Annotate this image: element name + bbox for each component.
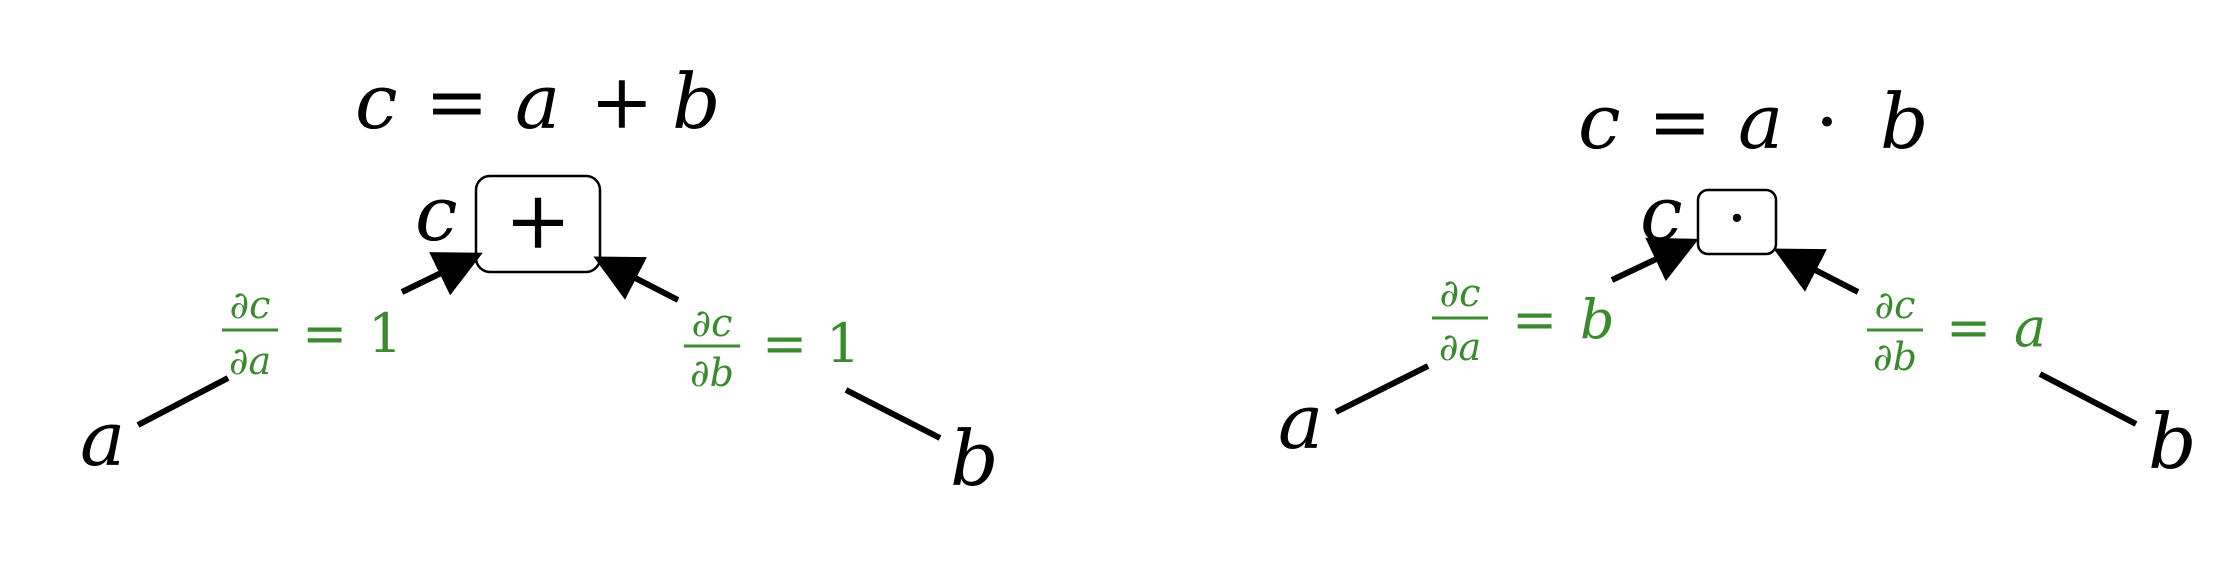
addition-equation: c = a + b [355,57,721,146]
gradient-label-b: ∂c ∂b = a [1867,283,2046,379]
grad-a-value: 1 [368,302,402,365]
grad-b-numerator: ∂c [692,301,733,345]
node-output-label: c [1640,169,1683,258]
multiplication-equation: c = a · b [1578,77,1929,166]
grad-b-value: 1 [826,312,860,375]
equation-b: b [672,57,721,146]
grad-b-numerator: ∂c [1875,283,1916,327]
grad-b-equals: = [1946,296,1991,359]
grad-a-value: b [1580,288,1615,351]
operation-node [1696,188,1778,256]
equation-operator: + [590,57,654,146]
edge-b-lower [2038,371,2138,427]
grad-a-denominator: ∂a [1439,325,1481,369]
input-b-label: b [2148,397,2197,486]
multiplication-diagram: c = a · b c · a b ∂c ∂a = b ∂c ∂b [1278,77,2197,486]
equation-equals: = [425,57,489,146]
operation-symbol: + [504,174,571,267]
equation-operator: · [1815,77,1839,166]
grad-b-denominator: ∂b [1873,335,1917,379]
edge-b-arrow [593,256,680,303]
node-output-label: c [415,169,458,258]
edge-b-lower [844,387,942,441]
equation-b: b [1880,77,1929,166]
addition-diagram: c = a + b c + a b ∂c ∂a = 1 ∂c ∂b [80,57,999,503]
grad-a-denominator: ∂a [229,339,271,383]
grad-b-equals: = [762,312,807,375]
edge-a-lower [1334,363,1430,415]
equation-a: a [515,57,560,146]
grad-b-value: a [2014,296,2046,359]
grad-b-denominator: ∂b [690,351,734,395]
gradient-label-a: ∂c ∂a = 1 [222,283,402,383]
edge-a-arrow [400,252,483,296]
edge-a-lower [136,375,230,428]
equation-lhs: c [1578,77,1621,166]
input-b-label: b [950,414,999,503]
input-a-label: a [80,394,125,483]
edge-b-arrow [1773,248,1860,295]
edge-a-arrow [1610,237,1699,283]
input-a-label: a [1278,377,1323,466]
grad-a-numerator: ∂c [1440,271,1481,315]
equation-a: a [1738,77,1783,166]
operation-node [474,174,602,274]
gradient-label-a: ∂c ∂a = b [1432,271,1615,369]
operation-symbol: · [1727,182,1747,256]
equation-lhs: c [355,57,398,146]
grad-a-equals: = [302,302,347,365]
equation-equals: = [1648,77,1712,166]
grad-a-numerator: ∂c [230,283,271,327]
gradient-label-b: ∂c ∂b = 1 [684,301,860,395]
grad-a-equals: = [1512,288,1557,351]
